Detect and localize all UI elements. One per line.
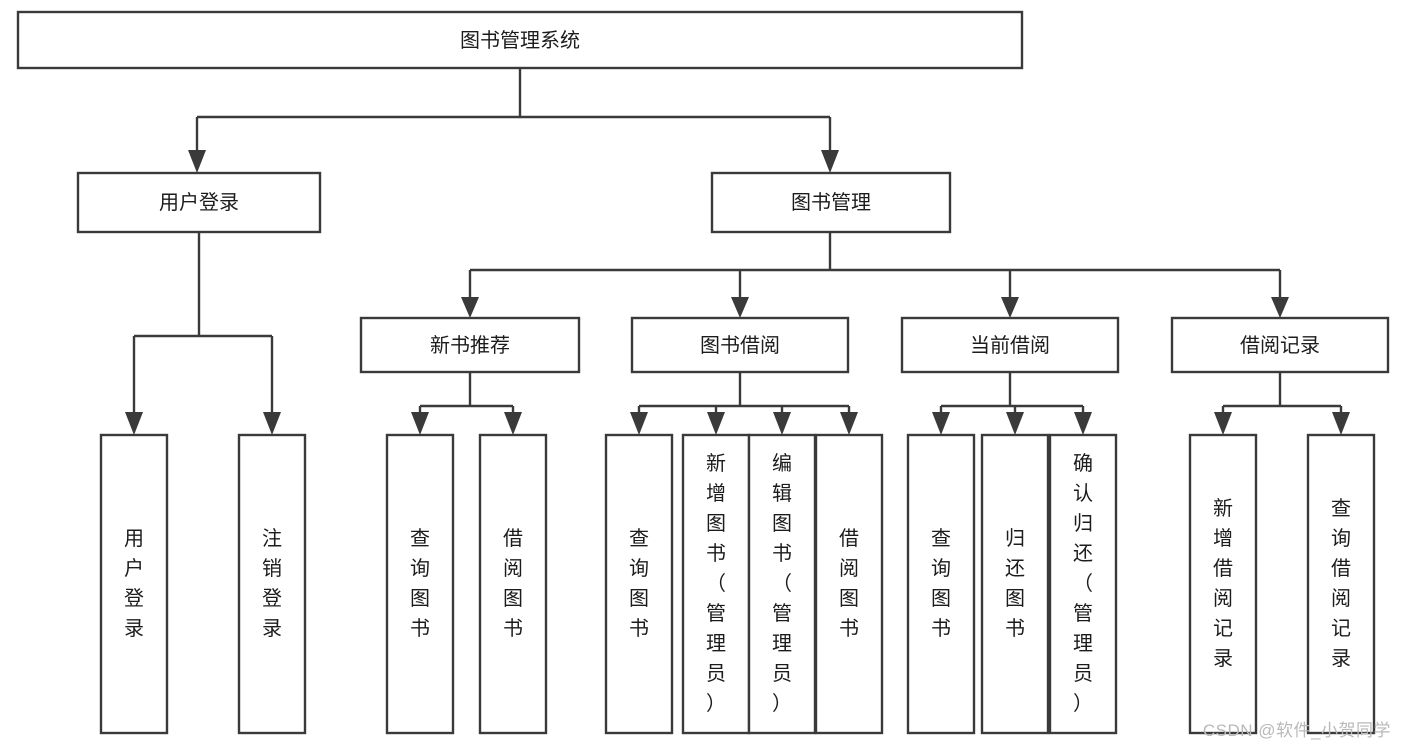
arrow-head-leaf-query-book-rec xyxy=(411,412,429,435)
leaf-add-record-label: 新增借阅记录 xyxy=(1213,497,1233,670)
leaf-query-book-brw-box[interactable] xyxy=(604,433,674,735)
leaf-edit-book-label: 编辑图书（管理员） xyxy=(772,452,792,715)
arrow-head-leaf-confirm-return xyxy=(1074,412,1092,435)
arrow-head-leaf-query-book-brw xyxy=(630,412,648,435)
leaf-add-book-box[interactable] xyxy=(681,433,751,735)
leaf-borrow-book-rec-label: 借阅图书 xyxy=(503,527,523,640)
leaf-query-book-cur-box[interactable] xyxy=(906,433,976,735)
connector-layer xyxy=(125,68,1350,435)
leaf-user-login-label: 用户登录 xyxy=(124,528,144,640)
arrow-head-user-login xyxy=(188,150,206,173)
leaf-confirm-return[interactable]: 确认归还（管理员） xyxy=(1048,433,1118,735)
arrow-head-leaf-borrow-book-brw xyxy=(840,412,858,435)
leaf-borrow-book-brw-label: 借阅图书 xyxy=(839,527,859,640)
arrow-head-book-manage xyxy=(821,150,839,173)
node-user-login-label: 用户登录 xyxy=(159,191,239,214)
node-root-box[interactable] xyxy=(16,10,1024,70)
leaf-borrow-book-brw-box[interactable] xyxy=(814,433,884,735)
node-current-borrow-box[interactable] xyxy=(900,316,1120,374)
node-current-borrow-label: 当前借阅 xyxy=(970,334,1050,357)
leaf-add-record-box[interactable] xyxy=(1188,433,1258,735)
arrow-head-book-borrow xyxy=(731,297,749,318)
arrow-head-leaf-logout xyxy=(263,412,281,435)
arrow-head-current-borrow xyxy=(1001,297,1019,318)
node-book-manage-label: 图书管理 xyxy=(791,191,871,214)
leaf-query-record-box[interactable] xyxy=(1306,433,1376,735)
node-book-borrow-box[interactable] xyxy=(630,316,850,374)
arrow-head-leaf-edit-book xyxy=(773,412,791,435)
arrow-head-leaf-add-record xyxy=(1214,412,1232,435)
leaf-user-login[interactable]: 用户登录 xyxy=(99,433,169,735)
arrow-head-leaf-add-book xyxy=(707,412,725,435)
arrow-head-borrow-record xyxy=(1271,297,1289,318)
leaf-return-book-box[interactable] xyxy=(980,433,1050,735)
leaf-query-book-brw-label: 查询图书 xyxy=(629,527,649,640)
leaf-query-book-cur-label: 查询图书 xyxy=(931,527,951,640)
leaf-logout-label: 注销登录 xyxy=(262,527,282,640)
leaf-borrow-book-rec[interactable]: 借阅图书 xyxy=(478,433,548,735)
leaf-query-record-label: 查询借阅记录 xyxy=(1331,497,1351,670)
leaf-query-book-cur[interactable]: 查询图书 xyxy=(906,433,976,735)
leaf-logout-box[interactable] xyxy=(237,433,307,735)
node-user-login[interactable]: 用户登录 xyxy=(76,171,322,234)
node-book-manage-box[interactable] xyxy=(710,171,952,234)
node-current-borrow[interactable]: 当前借阅 xyxy=(900,316,1120,374)
node-new-book-rec-box[interactable] xyxy=(359,316,581,374)
node-borrow-record-box[interactable] xyxy=(1170,316,1390,374)
leaf-borrow-book-brw[interactable]: 借阅图书 xyxy=(814,433,884,735)
node-book-borrow-label: 图书借阅 xyxy=(700,334,780,357)
arrow-head-leaf-query-record xyxy=(1332,412,1350,435)
leaf-confirm-return-box[interactable] xyxy=(1048,433,1118,735)
arrow-head-leaf-query-book-cur xyxy=(932,412,950,435)
node-root[interactable]: 图书管理系统 xyxy=(16,10,1024,70)
node-user-login-box[interactable] xyxy=(76,171,322,234)
leaf-add-record[interactable]: 新增借阅记录 xyxy=(1188,433,1258,735)
arrow-head-new-book-rec xyxy=(461,297,479,318)
leaf-borrow-book-rec-box[interactable] xyxy=(478,433,548,735)
node-root-label: 图书管理系统 xyxy=(460,29,580,52)
leaf-query-book-rec[interactable]: 查询图书 xyxy=(385,433,455,735)
leaf-return-book[interactable]: 归还图书 xyxy=(980,433,1050,735)
leaf-user-login-box[interactable] xyxy=(99,433,169,735)
leaf-confirm-return-label: 确认归还（管理员） xyxy=(1073,452,1093,715)
node-book-borrow[interactable]: 图书借阅 xyxy=(630,316,850,374)
node-new-book-rec-label: 新书推荐 xyxy=(430,334,510,357)
leaf-query-record[interactable]: 查询借阅记录 xyxy=(1306,433,1376,735)
leaf-query-book-rec-label: 查询图书 xyxy=(410,527,430,640)
node-book-manage[interactable]: 图书管理 xyxy=(710,171,952,234)
leaf-add-book-label: 新增图书（管理员） xyxy=(706,452,726,715)
leaf-add-book[interactable]: 新增图书（管理员） xyxy=(681,433,751,735)
arrow-head-leaf-return-book xyxy=(1006,412,1024,435)
arrow-head-leaf-user-login xyxy=(125,412,143,435)
arrow-head-leaf-borrow-book-rec xyxy=(504,412,522,435)
node-new-book-rec[interactable]: 新书推荐 xyxy=(359,316,581,374)
leaf-node-layer: 用户登录 注销登录 查询图书 借阅图书 查询图书 新增图书（管理员） 编辑图书（管理员） 借阅… xyxy=(99,433,1376,735)
leaf-query-book-brw[interactable]: 查询图书 xyxy=(604,433,674,735)
leaf-return-book-label: 归还图书 xyxy=(1005,527,1025,640)
leaf-query-book-rec-box[interactable] xyxy=(385,433,455,735)
leaf-edit-book[interactable]: 编辑图书（管理员） xyxy=(747,433,817,735)
node-borrow-record-label: 借阅记录 xyxy=(1240,334,1320,357)
node-borrow-record[interactable]: 借阅记录 xyxy=(1170,316,1390,374)
leaf-logout[interactable]: 注销登录 xyxy=(237,433,307,735)
